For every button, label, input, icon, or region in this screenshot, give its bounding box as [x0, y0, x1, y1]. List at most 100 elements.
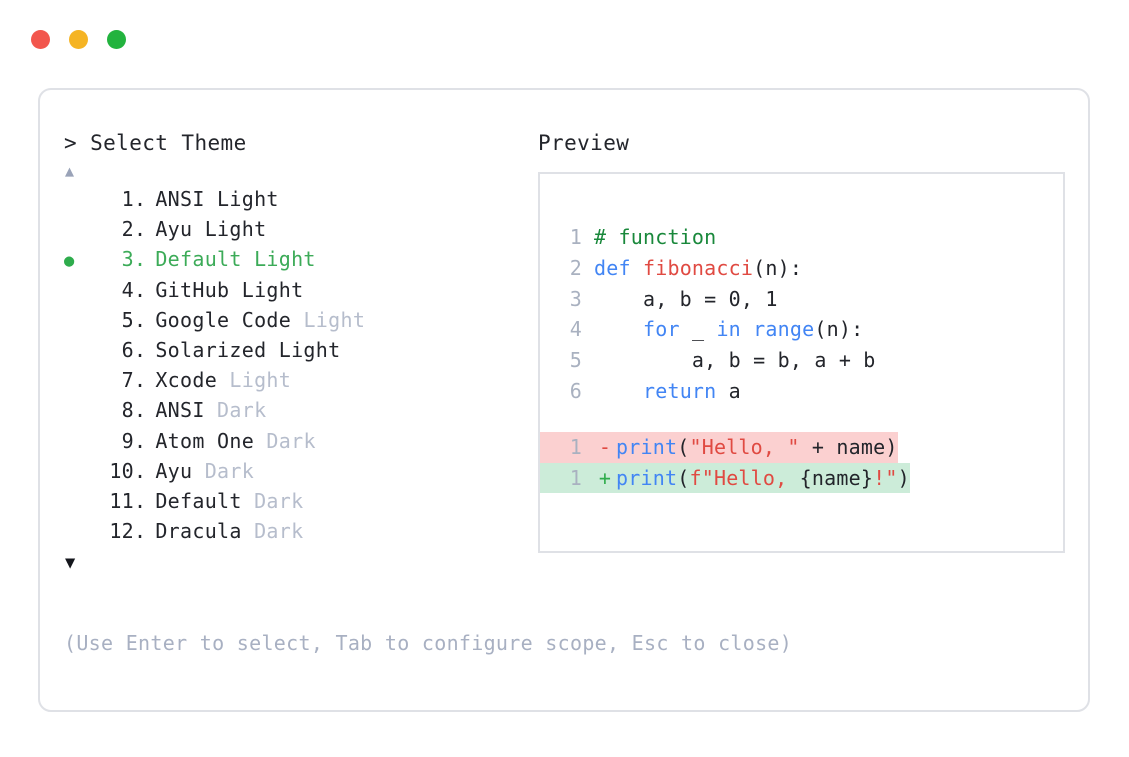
preview-heading: Preview	[538, 131, 630, 155]
prompt-caret-icon: >	[64, 131, 78, 155]
theme-item-variant: Dark	[241, 488, 304, 513]
diff-line-number: 1	[569, 465, 582, 490]
theme-list-item[interactable]: ● 12. Dracula Dark	[64, 516, 534, 546]
code-token: return	[642, 378, 717, 403]
theme-item-index: 7	[121, 368, 134, 393]
selected-bullet-icon: ●	[64, 367, 90, 397]
selected-bullet-icon: ●	[64, 488, 90, 518]
selected-bullet-icon: ●	[64, 518, 90, 548]
code-line: 4 for _ in range(n):	[540, 314, 1063, 345]
code-line: 5 a, b = b, a + b	[540, 345, 1063, 376]
selected-bullet-icon: ●	[64, 186, 90, 216]
scroll-down-icon[interactable]: ▼	[65, 553, 76, 574]
theme-list-item[interactable]: ●6.Solarized Light	[64, 335, 534, 365]
code-text: return a	[594, 376, 741, 407]
close-dot[interactable]	[31, 30, 50, 49]
theme-list-item[interactable]: ● 7. Xcode Light	[64, 365, 534, 395]
theme-item-name: Atom One	[155, 428, 255, 453]
theme-list-item[interactable]: ●2.Ayu Light	[64, 214, 534, 244]
code-token: print	[616, 434, 678, 459]
theme-selector-card: > Select Theme ▲ ●1.ANSI Light●2.Ayu Lig…	[38, 88, 1090, 712]
code-token: )	[897, 465, 910, 490]
theme-item-name: Default Light	[155, 247, 316, 272]
code-text: def fibonacci(n):	[594, 253, 802, 284]
theme-item-dot: .	[134, 428, 147, 453]
selector-pane: > Select Theme ▲ ●1.ANSI Light●2.Ayu Lig…	[64, 128, 534, 578]
diff-text: print("Hello, " + name)	[616, 432, 898, 463]
code-token: + name)	[799, 434, 898, 459]
theme-item-variant: Light	[291, 307, 366, 332]
theme-item-dot: .	[134, 519, 147, 544]
code-token: _	[679, 317, 717, 342]
diff-line-added: 1 +print(f"Hello, {name}!")	[540, 462, 910, 494]
diff-marker-icon: +	[598, 465, 612, 490]
code-token: for	[642, 317, 680, 342]
code-token: fibonacci	[642, 255, 754, 280]
code-token	[594, 379, 643, 403]
theme-item-name: Solarized Light	[155, 337, 341, 362]
code-token	[594, 317, 643, 341]
code-token: a, b = b, a + b	[594, 348, 876, 373]
theme-item-name: Ayu	[155, 458, 193, 483]
selected-bullet-icon: ●	[64, 216, 90, 246]
theme-item-name: Xcode	[155, 368, 218, 393]
theme-item-dot: .	[134, 307, 147, 332]
theme-item-dot: .	[134, 398, 147, 423]
theme-item-index: 6	[121, 337, 134, 362]
code-token: def	[594, 255, 643, 280]
theme-item-name: Dracula	[155, 519, 242, 544]
theme-list-item[interactable]: ●5.Google Code Light	[64, 305, 534, 335]
theme-list-item[interactable]: ●4.GitHub Light	[64, 275, 534, 305]
theme-list-item[interactable]: ●10.Ayu Dark	[64, 456, 534, 486]
code-line: 3 a, b = 0, 1	[540, 284, 1063, 315]
theme-item-index: 3	[121, 247, 134, 272]
theme-item-index: 5	[121, 307, 134, 332]
theme-item-name: Ayu Light	[155, 217, 267, 242]
diff-block: 1-print("Hello, " + name)1+print(f"Hello…	[540, 431, 1063, 494]
line-number: 4	[569, 317, 582, 342]
line-number: 6	[569, 378, 582, 403]
theme-list-item[interactable]: ●1.ANSI Light	[64, 184, 534, 214]
code-token: !"	[873, 465, 898, 490]
theme-item-index: 2	[121, 217, 134, 242]
code-token: # function	[594, 225, 717, 249]
code-token: {name}	[799, 465, 874, 490]
theme-item-dot: .	[134, 368, 147, 393]
theme-item-index: 12	[109, 519, 134, 544]
theme-item-name: ANSI Light	[155, 187, 279, 211]
selected-bullet-icon: ●	[64, 277, 90, 307]
theme-item-index: 10	[109, 458, 134, 483]
theme-item-variant: Dark	[241, 519, 304, 544]
code-token: a, b = 0, 1	[594, 286, 778, 311]
scroll-up-icon[interactable]: ▲	[65, 162, 75, 180]
selected-bullet-icon: ●	[64, 307, 90, 337]
theme-item-variant: Light	[217, 368, 292, 393]
theme-item-index: 8	[121, 398, 134, 423]
minimize-dot[interactable]	[69, 30, 88, 49]
code-token: (	[677, 434, 690, 459]
theme-list-item[interactable]: ●9.Atom One Dark	[64, 426, 534, 456]
theme-item-variant: Dark	[204, 398, 267, 423]
selected-bullet-icon: ●	[64, 397, 90, 427]
diff-line-number: 1	[569, 434, 582, 459]
code-text: for _ in range(n):	[594, 314, 863, 345]
theme-list-item[interactable]: ●3.Default Light	[64, 244, 534, 274]
theme-item-index: 1	[121, 187, 134, 211]
code-token: "Hello, "	[689, 434, 800, 459]
code-token: f"Hello,	[689, 465, 800, 490]
code-text: # function	[594, 222, 716, 253]
theme-list-item[interactable]: ●8.ANSI Dark	[64, 395, 534, 425]
theme-item-dot: .	[134, 458, 147, 483]
code-token: (	[677, 465, 690, 490]
theme-item-name: Default	[155, 488, 242, 513]
diff-text: print(f"Hello, {name}!")	[616, 463, 910, 494]
diff-marker-icon: -	[598, 434, 612, 459]
line-number: 5	[569, 348, 582, 373]
theme-item-dot: .	[134, 337, 147, 362]
theme-list-item[interactable]: ●11.Default Dark	[64, 486, 534, 516]
line-number: 1	[569, 225, 582, 249]
maximize-dot[interactable]	[107, 30, 126, 49]
